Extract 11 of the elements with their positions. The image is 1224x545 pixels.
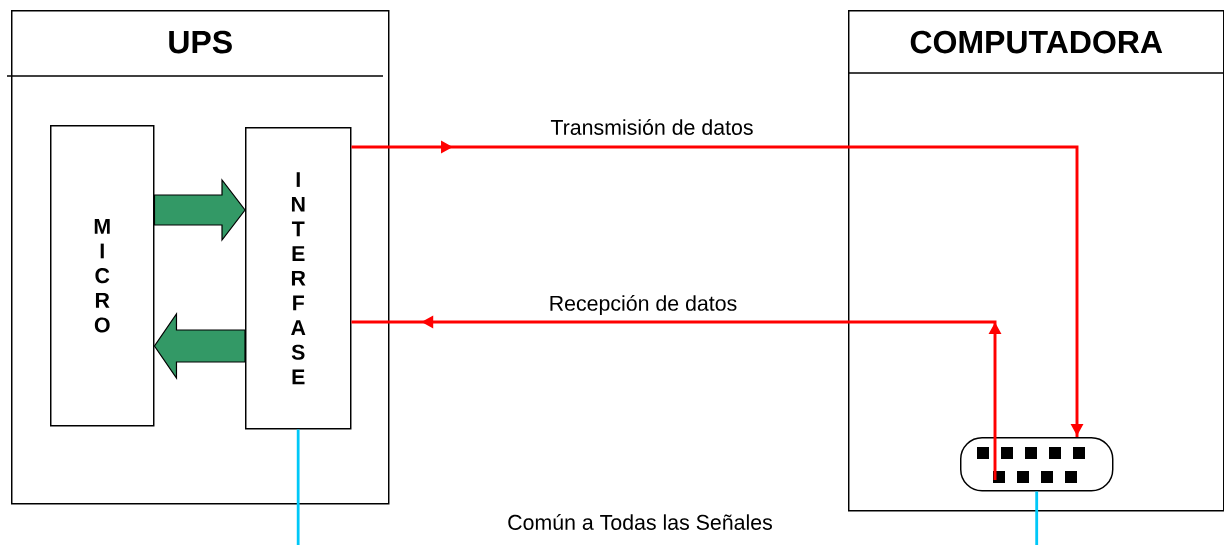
module-box: INTERFASE	[245, 127, 352, 430]
module-box: MICRO	[50, 125, 155, 427]
block-arrow	[153, 178, 246, 242]
signal-line	[296, 429, 300, 545]
connector	[960, 437, 1114, 492]
note: Común a Todas las Señales	[508, 514, 772, 530]
edge-label: Recepción de datos	[547, 293, 739, 317]
arrow	[351, 140, 1084, 437]
block-arrow	[153, 312, 246, 380]
edge-label: Transmisión de datos	[549, 117, 755, 137]
signal-line	[1035, 491, 1039, 545]
